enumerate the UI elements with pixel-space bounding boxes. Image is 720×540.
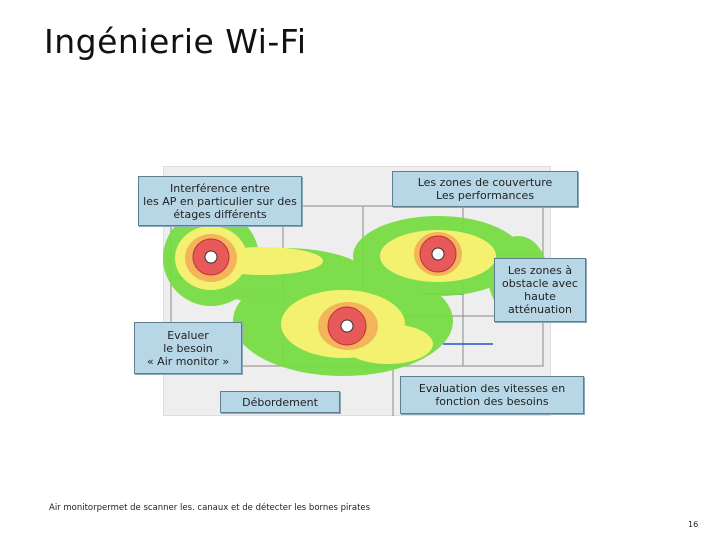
wifi-heatmap-floorplan [163,166,551,416]
callout-obstacle: Les zones à obstacle avec haute atténuat… [494,258,586,322]
callout-coverage: Les zones de couverture Les performances [392,171,578,207]
page-number: 16 [688,520,699,529]
callout-speed-line-1: Evaluation des vitesses en [418,382,566,395]
callout-coverage-line-1: Les zones de couverture [417,176,553,189]
callout-speed: Evaluation des vitesses en fonction des … [400,376,584,414]
callout-interference-line-1: Interférence entre [170,181,270,195]
callout-interference-line-3: étages différents [173,207,267,221]
callout-overflow: Débordement [220,391,340,413]
callout-air-monitor-line-1: Evaluer [167,328,209,342]
callout-obstacle-line-3: haute [524,290,556,303]
callout-air-monitor-line-2: le besoin [163,341,213,355]
callout-interference-line-2: les AP en particulier sur des [143,194,297,208]
callout-overflow-line-1: Débordement [242,395,318,409]
callout-interference: Interférence entre les AP en particulier… [138,176,302,226]
callout-obstacle-line-1: Les zones à [507,264,573,277]
callout-obstacle-line-4: atténuation [508,303,572,316]
callout-coverage-line-2: Les performances [435,189,535,202]
callout-air-monitor: Evaluer le besoin « Air monitor » [134,322,242,374]
slide-footer-note: Air monitorpermet de scanner les. canaux… [49,503,371,513]
access-point-marker [204,247,445,333]
slide-title: Ingénierie Wi-Fi [44,22,307,61]
callout-air-monitor-line-3: « Air monitor » [146,354,230,368]
callout-obstacle-line-2: obstacle avec [502,277,578,290]
callout-speed-line-2: fonction des besoins [435,395,549,408]
